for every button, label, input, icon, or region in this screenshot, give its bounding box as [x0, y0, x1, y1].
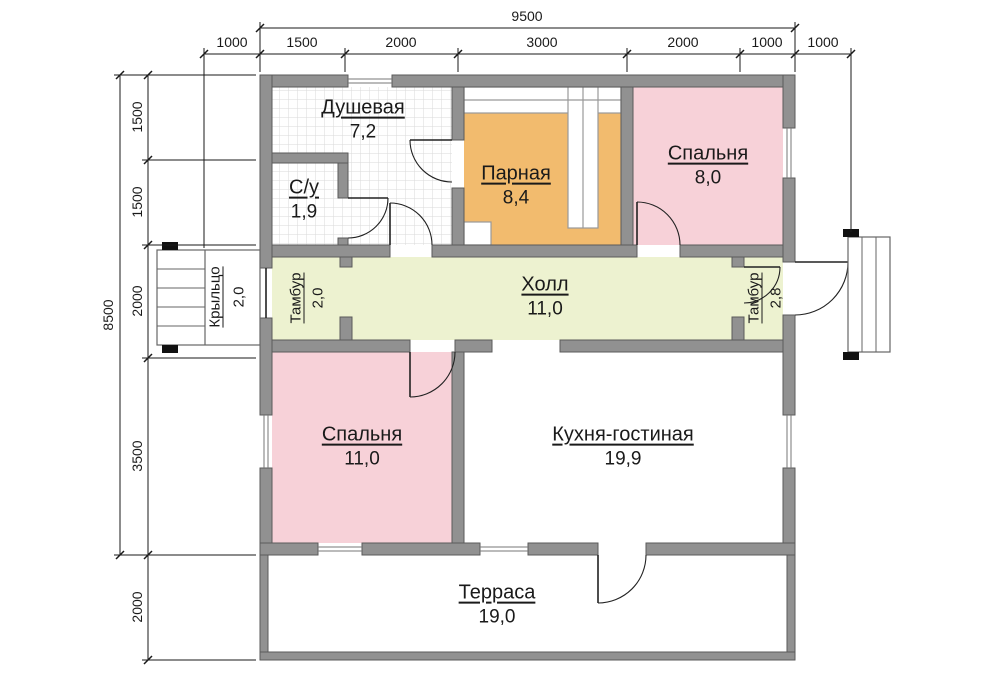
- dim-left-segment-2: 2000: [129, 285, 145, 317]
- room-label-tambour-right-area: 2,8: [767, 287, 785, 309]
- room-fill-bedroom-small: [633, 87, 783, 245]
- steam-room-benches: [463, 86, 622, 246]
- room-label-terrace: Терраса 19,0: [459, 581, 536, 630]
- walls: [259, 74, 796, 661]
- room-area: 1,9: [290, 201, 318, 223]
- room-name: Спальня: [667, 142, 749, 165]
- room-fill-bedroom-large: [272, 352, 452, 543]
- room-name: Спальня: [321, 423, 403, 446]
- door-arc-wc: [347, 197, 389, 239]
- room-area: 7,2: [349, 121, 377, 143]
- window-bottom-bedroom-large: [318, 546, 362, 552]
- dim-top-segment-6: 1000: [807, 34, 839, 50]
- window-left-bedroom-large: [263, 415, 269, 468]
- room-name: Холл: [521, 273, 569, 296]
- room-label-kitchen-living: Кухня-гостиная 19,9: [552, 423, 694, 472]
- window-right-kitchen: [786, 415, 792, 468]
- room-name: Парная: [481, 162, 551, 185]
- bench-lines: [464, 87, 621, 228]
- steps-mark-top: [843, 229, 859, 237]
- window-top-shower: [348, 78, 392, 84]
- dim-left-segment-4: 2000: [129, 591, 145, 623]
- room-label-bedroom-small: Спальня 8,0: [668, 142, 748, 191]
- room-name: С/у: [289, 176, 319, 199]
- room-name: Душевая: [321, 96, 405, 119]
- steps-mark-bottom: [843, 352, 859, 360]
- room-fill-terrace: [268, 555, 787, 652]
- room-name: Кухня-гостиная: [552, 423, 694, 446]
- room-area: 8,0: [694, 167, 722, 189]
- porch-mark-bottom: [162, 345, 178, 353]
- room-name: Терраса: [458, 581, 536, 604]
- dim-top-segment-0: 1000: [216, 34, 248, 50]
- dim-left-segment-3: 3500: [129, 440, 145, 472]
- dim-top-segment-5: 1000: [751, 34, 783, 50]
- room-label-tambour-left-area: 2,0: [309, 287, 327, 309]
- room-area: 11,0: [344, 448, 380, 470]
- room-label-porch-area: 2,0: [230, 286, 248, 308]
- doors: [265, 139, 849, 604]
- door-arc-terrace: [597, 554, 647, 604]
- window-bottom-kitchen: [480, 546, 528, 552]
- dim-top-segment-4: 2000: [667, 34, 699, 50]
- dim-top-segment-2: 2000: [385, 34, 417, 50]
- dimension-lines: [114, 22, 856, 665]
- room-label-hall: Холл 11,0: [521, 273, 568, 322]
- room-label-bedroom-large: Спальня 11,0: [322, 423, 402, 472]
- room-label-porch-name: Крыльцо: [206, 266, 224, 328]
- porch-steps: [156, 242, 261, 353]
- room-area: 19,9: [604, 448, 642, 470]
- dim-left-segment-0: 1500: [129, 101, 145, 133]
- dim-left-segment-1: 1500: [129, 186, 145, 218]
- door-leaves: [265, 139, 848, 603]
- windows: [263, 78, 792, 552]
- door-arc-exterior-right: [794, 261, 849, 316]
- room-fill-hall: [272, 257, 783, 340]
- window-right-bedroom-small: [786, 128, 792, 178]
- door-arcs: [347, 139, 849, 604]
- stove: [463, 221, 492, 246]
- dim-top-total: 9500: [511, 8, 543, 24]
- room-area: 8,4: [502, 187, 530, 209]
- door-arc-shower: [389, 202, 433, 246]
- dim-left-total: 8500: [100, 299, 116, 331]
- extension-lines-left: [114, 74, 256, 661]
- door-arc-tambour-right: [743, 266, 781, 304]
- room-label-tambour-left-name: Тамбур: [287, 272, 305, 324]
- room-fills: [268, 87, 787, 652]
- dim-top-segment-1: 1500: [286, 34, 318, 50]
- room-label-wc: С/у 1,9: [289, 176, 319, 225]
- entry-steps-right: [843, 229, 891, 360]
- room-label-shower: Душевая 7,2: [321, 96, 405, 145]
- dimension-ticks: [115, 23, 856, 665]
- door-arc-bedroom-large: [409, 351, 456, 398]
- room-label-tambour-right-name: Тамбур: [745, 272, 763, 324]
- porch-mark-top: [162, 242, 178, 250]
- room-area: 11,0: [527, 298, 563, 320]
- dim-top-segment-3: 3000: [526, 34, 558, 50]
- room-fill-kitchen: [464, 352, 783, 543]
- door-arc-steam: [409, 139, 453, 183]
- room-area: 19,0: [478, 606, 516, 628]
- door-arc-bedroom-small: [636, 201, 681, 246]
- room-label-steam: Парная 8,4: [481, 162, 551, 211]
- room-fill-shower-tiles: [272, 87, 452, 245]
- extension-lines-top: [203, 22, 852, 248]
